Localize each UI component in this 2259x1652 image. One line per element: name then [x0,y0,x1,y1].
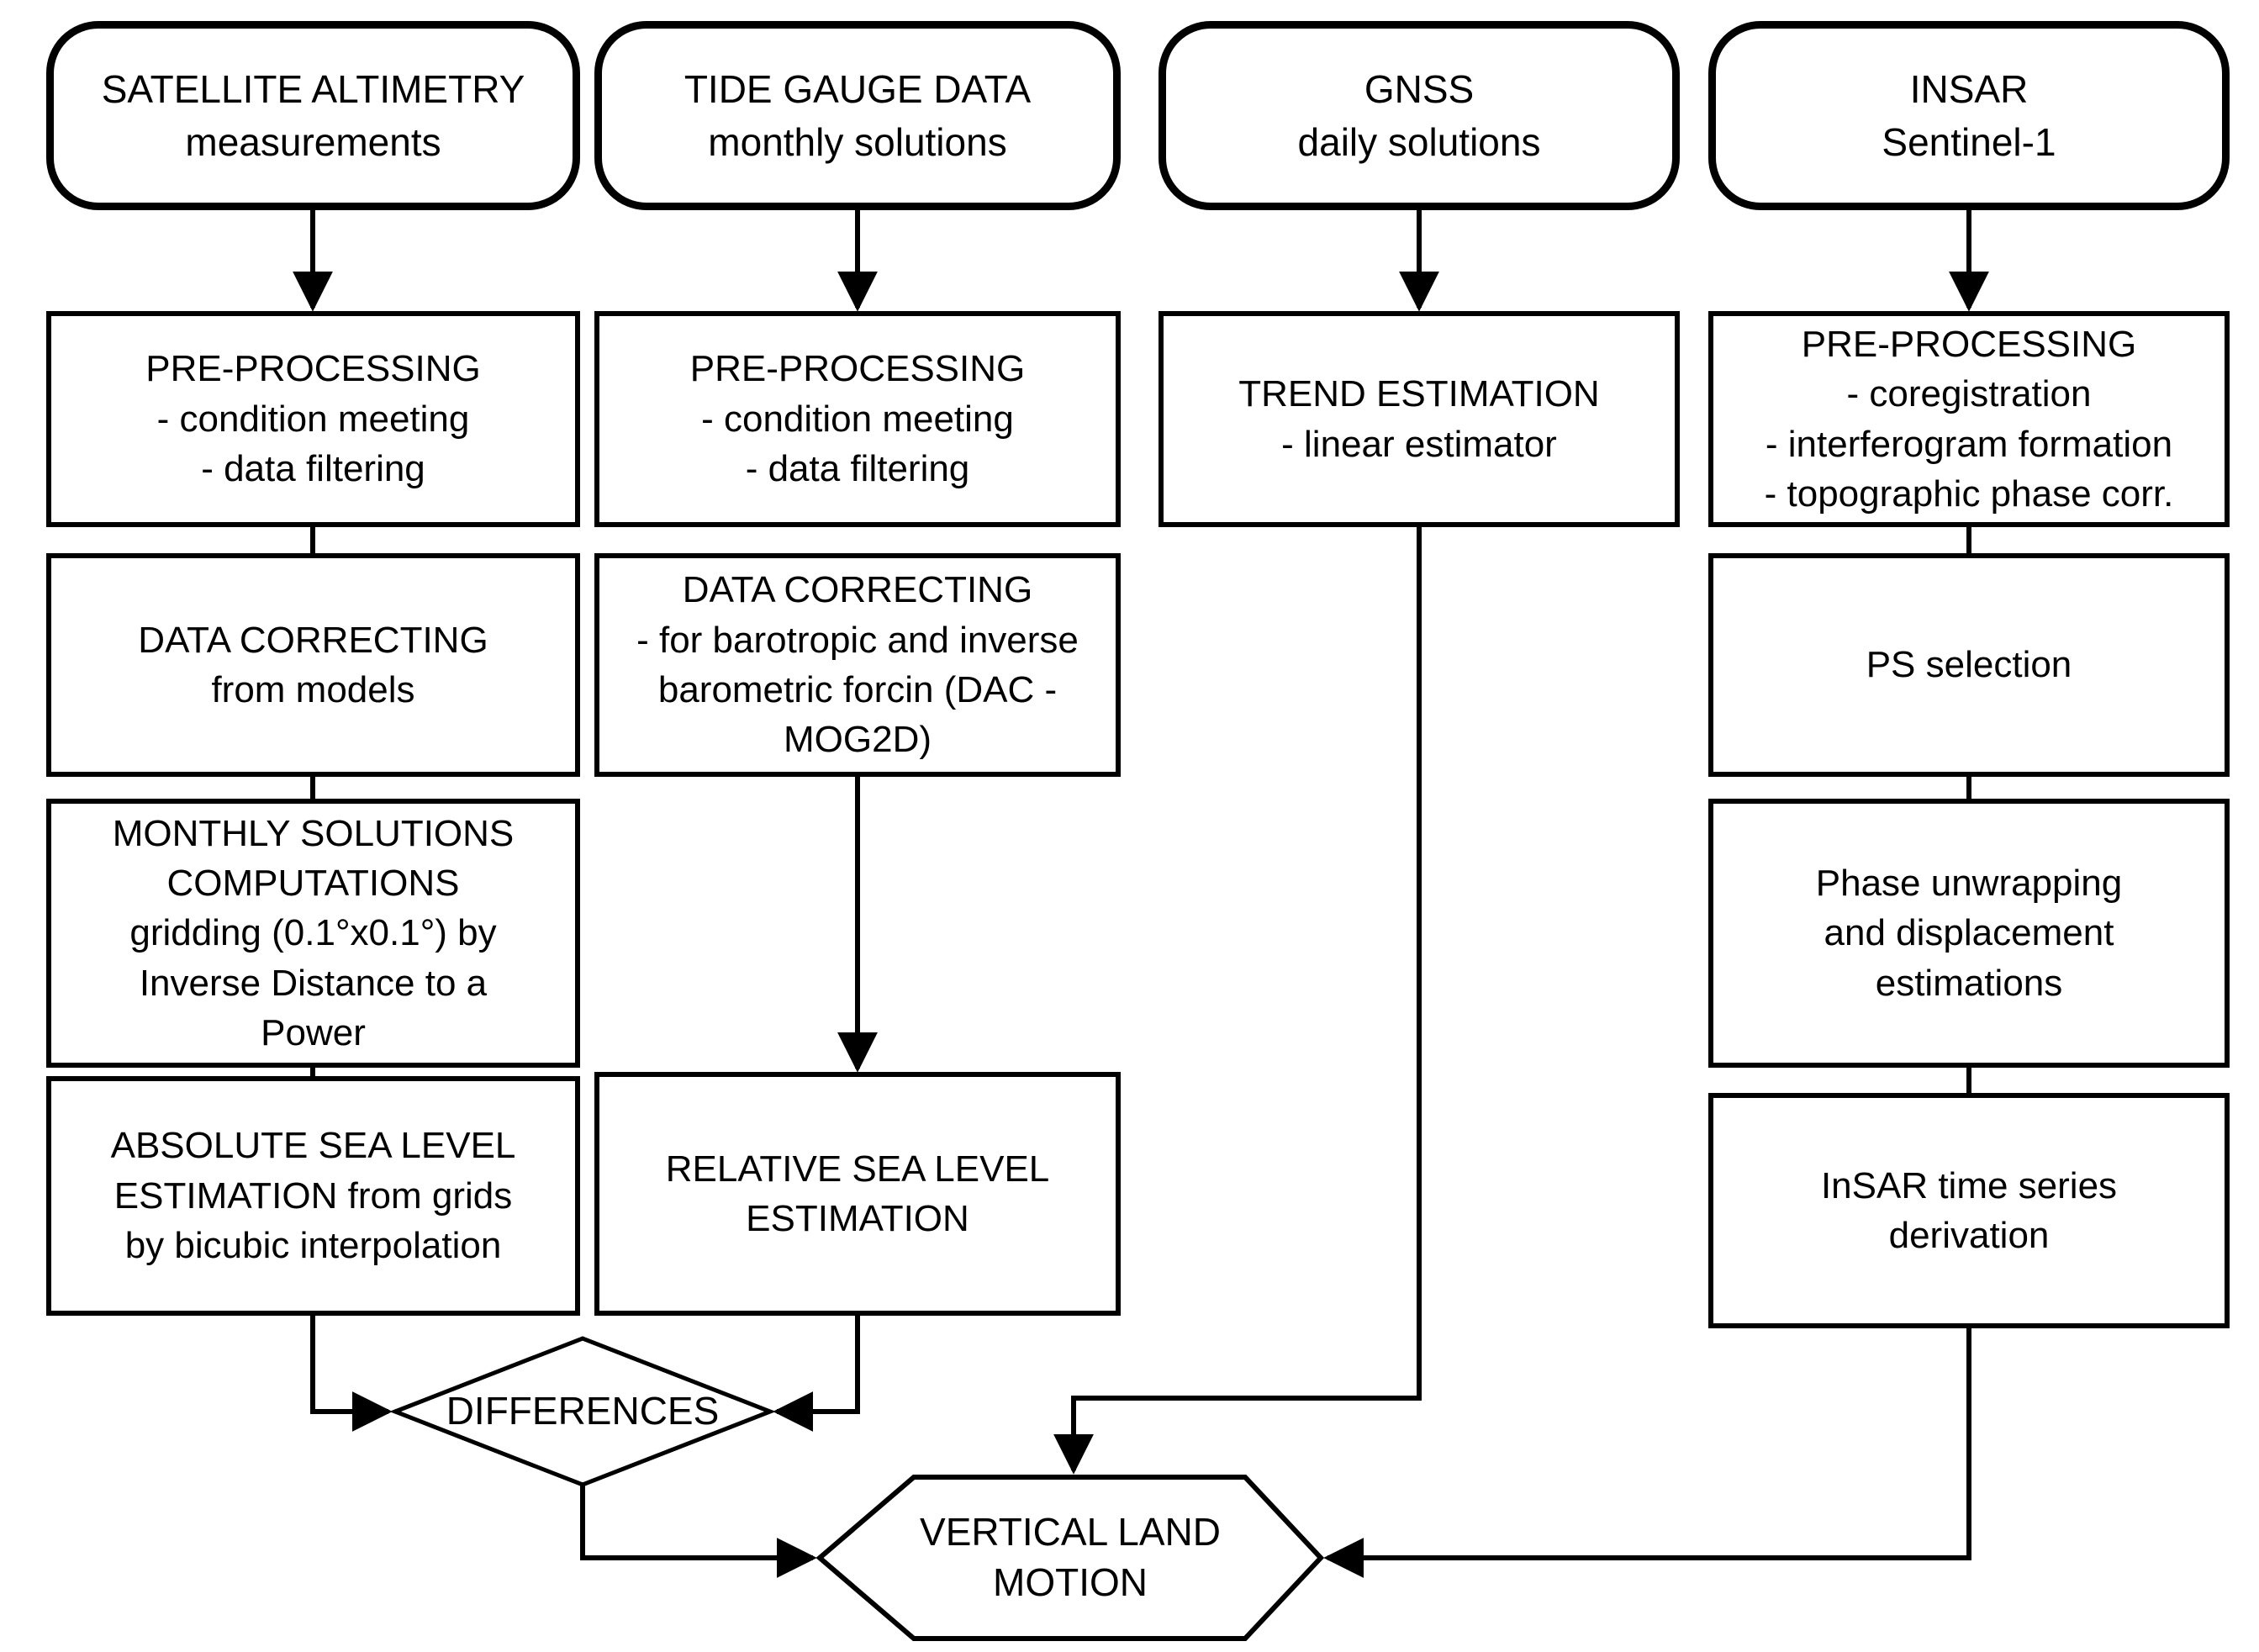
node-line: and displacement [1824,912,2114,954]
node-line: Phase unwrapping [1815,862,2123,904]
node-line: - data filtering [201,448,425,490]
node-line: Power [261,1012,366,1054]
node-line: - condition meeting [156,398,470,440]
node-relative-sea-level: RELATIVE SEA LEVEL ESTIMATION [594,1072,1121,1316]
arrow-gnss-trend-to-vlm [1053,526,1422,1475]
node-insar-time-series: InSAR time series derivation [1708,1093,2230,1328]
node-satellite-altimetry-source: SATELLITE ALTIMETRY measurements [46,21,580,210]
node-line: - coregistration [1846,373,2092,415]
node-line: daily solutions [1297,119,1541,164]
node-line: TREND ESTIMATION [1238,373,1600,415]
node-absolute-sea-level: ABSOLUTE SEA LEVEL ESTIMATION from grids… [46,1076,580,1316]
differences-diamond [389,1336,776,1487]
arrow-relative-to-differences [773,1313,860,1432]
node-line: SATELLITE ALTIMETRY [101,67,525,112]
node-line: ESTIMATION [746,1198,969,1239]
node-line: - condition meeting [701,398,1014,440]
node-line: PRE-PROCESSING [145,348,481,390]
node-insar-phase-unwrapping: Phase unwrapping and displacement estima… [1708,799,2230,1068]
node-tide-gauge-source: TIDE GAUGE DATA monthly solutions [594,21,1121,210]
arrow-insar-timeseries-to-vlm [1323,1326,1971,1578]
node-line: - topographic phase corr. [1764,472,2174,515]
node-gnss-source: GNSS daily solutions [1159,21,1680,210]
node-insar-preprocessing: PRE-PROCESSING - coregistration - interf… [1708,311,2230,527]
node-line: ABSOLUTE SEA LEVEL [110,1125,516,1167]
node-satellite-data-correcting: DATA CORRECTING from models [46,553,580,777]
node-line: - linear estimator [1281,423,1557,465]
node-line: - interferogram formation [1765,423,2173,465]
node-insar-ps-selection: PS selection [1708,553,2230,777]
node-line: barometric forcin (DAC - [657,669,1058,710]
node-gnss-trend-estimation: TREND ESTIMATION - linear estimator [1159,311,1680,527]
node-line: gridding (0.1°x0.1°) by [129,912,497,954]
node-insar-source: INSAR Sentinel-1 [1708,21,2230,210]
node-line: from models [211,669,415,710]
node-line: - for barotropic and inverse [636,619,1079,661]
node-line: DATA CORRECTING [682,569,1033,611]
node-line: by bicubic interpolation [124,1225,502,1267]
node-line: GNSS [1364,67,1475,112]
node-line: measurements [185,119,441,164]
vertical-land-motion-hexagon [815,1475,1325,1641]
node-line: MONTHLY SOLUTIONS [112,812,515,854]
node-line: PS selection [1866,644,2072,686]
node-line: monthly solutions [708,119,1007,164]
node-satellite-preprocessing: PRE-PROCESSING - condition meeting - dat… [46,311,580,527]
arrow-absolute-to-differences [310,1313,393,1432]
node-line: estimations [1875,962,2063,1004]
node-satellite-monthly-solutions: MONTHLY SOLUTIONS COMPUTATIONS gridding … [46,799,580,1068]
node-tide-preprocessing: PRE-PROCESSING - condition meeting - dat… [594,311,1121,527]
node-line: MOG2D) [784,719,932,761]
node-line: TIDE GAUGE DATA [684,67,1032,112]
node-line: Sentinel-1 [1882,119,2056,164]
node-line: INSAR [1909,67,2029,112]
node-line: RELATIVE SEA LEVEL [665,1148,1050,1190]
node-line: DATA CORRECTING [138,619,488,661]
node-line: InSAR time series [1820,1164,2118,1206]
node-line: derivation [1888,1215,2050,1256]
node-line: COMPUTATIONS [166,862,460,904]
node-line: PRE-PROCESSING [1801,323,2137,365]
node-tide-data-correcting: DATA CORRECTING - for barotropic and inv… [594,553,1121,777]
node-line: PRE-PROCESSING [689,348,1026,390]
node-line: ESTIMATION from grids [113,1174,513,1217]
arrow-differences-to-vlm [580,1482,817,1578]
node-line: Inverse Distance to a [139,962,488,1004]
node-line: - data filtering [745,448,970,490]
